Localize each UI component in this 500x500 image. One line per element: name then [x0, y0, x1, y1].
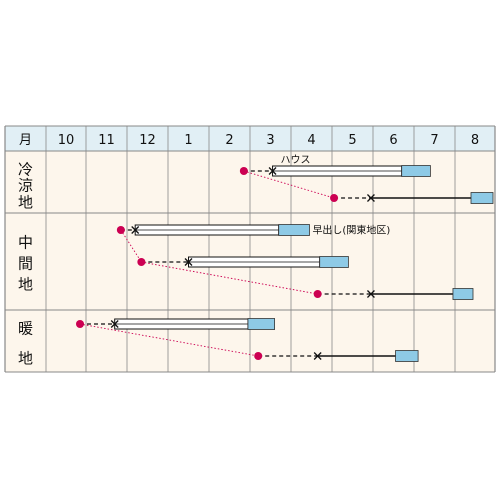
planting-mark	[110, 320, 119, 328]
region-label-char: 間	[18, 255, 33, 273]
header-month-3: 3	[266, 133, 274, 148]
header-month-label: 月	[19, 133, 32, 148]
harvest-period-bar	[401, 165, 431, 177]
row-link-dotted	[79, 323, 259, 357]
sowing-dot	[313, 290, 322, 298]
planting-mark	[131, 226, 140, 234]
region-label-char: 冷	[18, 161, 33, 179]
region-label-char: 中	[18, 234, 33, 252]
planting-cross-stroke	[184, 258, 193, 266]
region-label-char: 暖	[18, 320, 33, 338]
planting-cross-stroke	[268, 167, 277, 175]
planting-cross-stroke	[131, 226, 140, 234]
planting-mark	[268, 167, 277, 175]
harvest-period-bar	[319, 256, 349, 268]
harvest-period-bar	[247, 318, 275, 330]
planting-cross-stroke	[366, 290, 375, 298]
harvest-period-bar	[278, 224, 310, 236]
header-month-10: 10	[58, 133, 75, 148]
row-link-dotted	[120, 229, 142, 263]
region-label-char: 地	[18, 194, 33, 212]
planting-mark	[366, 194, 375, 202]
header-month-8: 8	[471, 133, 479, 148]
header-month-11: 11	[98, 133, 115, 148]
annotation-early: 早出し(関東地区)	[312, 224, 390, 237]
sowing-dot	[330, 194, 339, 202]
row-link-dotted	[243, 170, 335, 199]
header-month-5: 5	[348, 133, 356, 148]
sowing-dot	[254, 352, 263, 360]
harvest-period-bar	[470, 192, 494, 204]
header-month-7: 7	[430, 133, 438, 148]
header-month-6: 6	[389, 133, 397, 148]
sowing-dot	[76, 320, 84, 328]
header-month-1: 1	[184, 133, 192, 148]
harvest-period-bar	[395, 350, 419, 362]
planting-cross-stroke	[110, 320, 119, 328]
planting-mark	[184, 258, 193, 266]
region-label-char: 地	[18, 276, 33, 294]
header-month-12: 12	[139, 133, 156, 148]
planting-cross-stroke	[366, 194, 375, 202]
header-month-4: 4	[307, 133, 315, 148]
planting-mark	[366, 290, 375, 298]
header-month-2: 2	[225, 133, 233, 148]
region-label-char: 地	[18, 350, 33, 368]
annotation-house: ハウス	[281, 154, 311, 166]
region-label-char: 涼	[18, 177, 33, 195]
sowing-dot	[239, 167, 248, 175]
sowing-dot	[137, 258, 146, 266]
harvest-period-bar	[452, 288, 474, 300]
sowing-dot	[116, 226, 125, 234]
planting-mark	[313, 352, 322, 360]
planting-cross-stroke	[313, 352, 322, 360]
